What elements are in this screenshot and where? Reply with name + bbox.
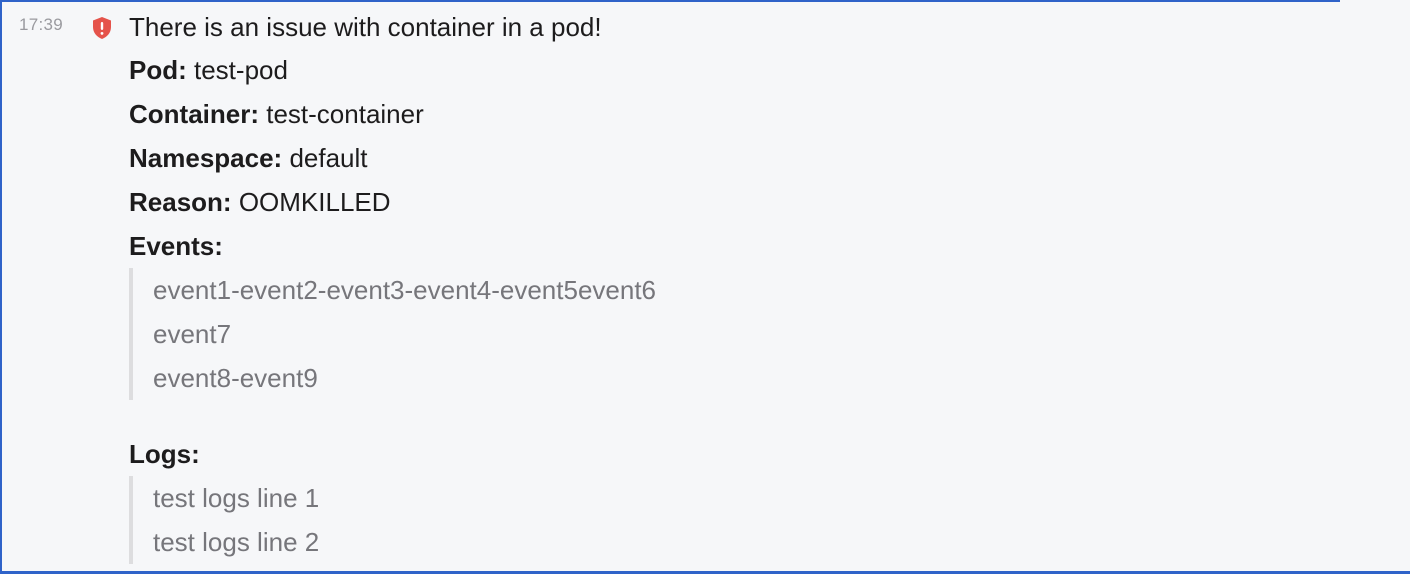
focus-frame-top (0, 0, 1340, 2)
field-value: test-pod (194, 55, 288, 85)
event-line: event7 (153, 319, 232, 349)
field-label: Reason: (129, 187, 232, 217)
field-reason: Reason: OOMKILLED (129, 185, 391, 219)
event-line: event8-event9 (153, 363, 318, 393)
field-label: Container: (129, 99, 259, 129)
field-pod: Pod: test-pod (129, 53, 288, 87)
shield-alert-icon (93, 17, 111, 39)
field-value: OOMKILLED (238, 187, 391, 217)
events-heading: Events: (129, 229, 223, 263)
logs-quote: test logs line 1 test logs line 2 (129, 476, 319, 564)
field-container: Container: test-container (129, 97, 424, 131)
event-line: event1-event2-event3-event4-event5event6 (153, 275, 657, 305)
focus-frame-left (0, 0, 2, 574)
message-title: There is an issue with container in a po… (129, 12, 602, 42)
events-quote: event1-event2-event3-event4-event5event6… (129, 268, 656, 400)
focus-frame-bottom (0, 571, 1410, 574)
field-label: Namespace: (129, 143, 283, 173)
field-value: default (289, 143, 368, 173)
field-value: test-container (266, 99, 424, 129)
field-namespace: Namespace: default (129, 141, 368, 175)
field-label: Pod: (129, 55, 187, 85)
message-timestamp[interactable]: 17:39 (19, 15, 64, 34)
log-line: test logs line 1 (153, 483, 320, 513)
log-line: test logs line 2 (153, 527, 320, 557)
logs-label: Logs: (129, 439, 200, 469)
logs-heading: Logs: (129, 437, 200, 471)
events-label: Events: (129, 231, 223, 261)
